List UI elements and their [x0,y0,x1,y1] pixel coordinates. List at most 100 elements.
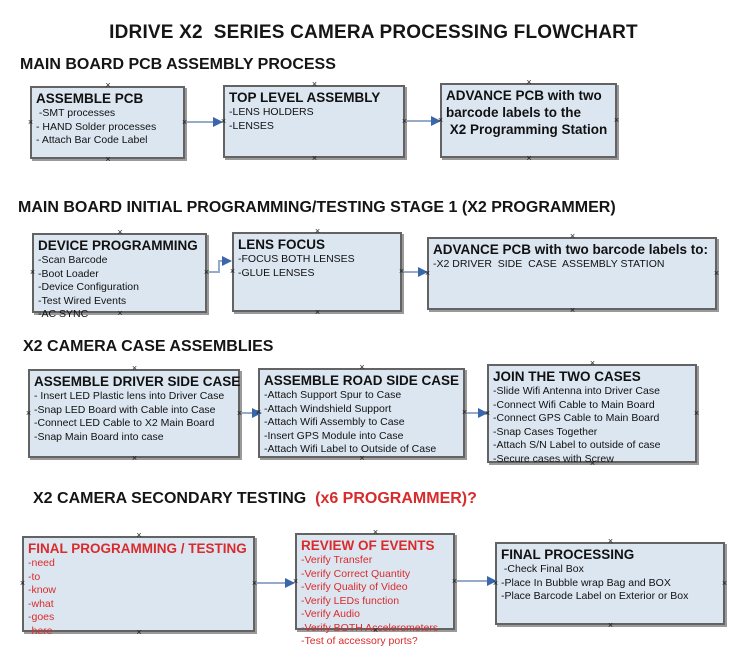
box-step: -Attach S/N Label to outside of case [493,439,661,451]
connection-handle-icon [313,308,322,317]
box-step: -Verify Quality of Video [301,581,408,593]
connection-handle-icon [606,621,615,630]
box-step: -Snap Main Board into case [34,430,164,443]
box-title: ASSEMBLE PCB [36,91,144,106]
box-title: ADVANCE PCB with two barcode labels to t… [446,88,608,137]
connection-handle-icon [291,577,300,586]
section-header-initial-programming: MAIN BOARD INITIAL PROGRAMMING/TESTING S… [18,199,616,216]
flow-box-join-the-two-cases: JOIN THE TWO CASES -Slide Wifi Antenna i… [487,364,697,465]
connection-handle-icon [130,454,139,463]
section-header-secondary-testing: X2 CAMERA SECONDARY TESTING (x6 PROGRAMM… [33,490,477,508]
connection-handle-icon [104,155,113,164]
box-step: -Attach Wifi Assembly to Case [264,416,405,428]
arrow-assemble-pcb-to-top-level [187,117,223,127]
connection-handle-icon [371,626,380,635]
connection-handle-icon [400,117,409,126]
connection-handle-icon [235,409,244,418]
box-title: FINAL PROGRAMMING / TESTING [28,541,247,556]
connection-handle-icon [116,228,125,237]
box-step: -Slide Wifi Antenna into Driver Case [493,385,660,397]
box-step: -GLUE LENSES [238,266,315,279]
connection-handle-icon [180,118,189,127]
connection-handle-icon [18,579,27,588]
flow-box-advance-pcb-programming-station: ADVANCE PCB with two barcode labels to t… [440,83,617,158]
box-step: -Verify BOTH Accelerometers [301,621,439,634]
box-step: -Secure cases with Screw [493,452,614,465]
connection-handle-icon [588,459,597,468]
connection-handle-icon [588,359,597,368]
box-title: REVIEW OF EVENTS [301,538,435,553]
connection-handle-icon [397,267,406,276]
flow-box-final-processing: FINAL PROCESSING -Check Final Box -Place… [495,542,725,625]
box-title: FINAL PROCESSING [501,547,635,562]
box-step: -here [28,624,53,637]
box-step: - Insert LED Plastic lens into Driver Ca… [34,390,225,402]
flow-box-review-of-events: REVIEW OF EVENTS -Verify Transfer -Verif… [295,533,455,647]
flow-box-assemble-driver-side-case: ASSEMBLE DRIVER SIDE CASE - Insert LED P… [28,369,240,458]
connection-handle-icon [28,268,37,277]
box-step: -Attach Windshield Support [264,402,392,415]
connection-handle-icon [202,268,211,277]
box-step: -to [28,570,41,583]
box-step: -Test of accessory ports? [301,635,418,647]
flow-box-top-level-assembly: TOP LEVEL ASSEMBLY -LENS HOLDERS -LENSES [223,85,405,158]
box-step: -Attach Wifi Label to Outside of Case [264,443,437,455]
box-title: LENS FOCUS [238,237,326,252]
flow-box-device-programming: DEVICE PROGRAMMING -Scan Barcode -Boot L… [32,233,207,320]
box-title: ADVANCE PCB with two barcode labels to: [433,242,709,257]
box-step: -Attach Support Spur to Case [264,389,402,401]
section-header-pcb-assembly: MAIN BOARD PCB ASSEMBLY PROCESS [20,56,336,73]
connection-handle-icon [228,267,237,276]
box-step: -LENSES [229,119,274,132]
connection-handle-icon [250,579,259,588]
connection-handle-icon [568,232,577,241]
box-step: -Verify LEDs function [301,594,400,607]
connection-handle-icon [104,81,113,90]
connection-handle-icon [310,154,319,163]
box-step: -Connect Wifi Cable to Main Board [493,398,655,411]
box-title: DEVICE PROGRAMMING [38,238,198,253]
box-step: -Connect LED Cable to X2 Main Board [34,417,215,429]
box-step: -Verify Correct Quantity [301,567,411,580]
box-step: -know [28,584,57,596]
box-step: -Snap Cases Together [493,425,598,438]
connection-handle-icon [720,579,729,588]
box-step: -SMT processes [36,107,116,119]
box-step: -AC SYNC [38,308,89,320]
connection-handle-icon [310,80,319,89]
connection-handle-icon [450,577,459,586]
box-title: ASSEMBLE DRIVER SIDE CASE [34,374,241,389]
section-header-x6-programmer-note: (x6 PROGRAMMER)? [306,490,477,507]
connection-handle-icon [606,537,615,546]
connection-handle-icon [313,227,322,236]
connection-handle-icon [371,528,380,537]
connection-handle-icon [692,409,701,418]
arrow-final-programming-to-review [257,578,295,588]
connection-handle-icon [525,78,534,87]
box-step: -Boot Loader [38,267,99,280]
flow-box-assemble-road-side-case: ASSEMBLE ROAD SIDE CASE -Attach Support … [258,368,465,458]
box-step: -Snap LED Board with Cable into Case [34,403,216,416]
connection-handle-icon [423,269,432,278]
section-header-secondary-testing-text: X2 CAMERA SECONDARY TESTING [33,490,307,507]
box-step: -Place In Bubble wrap Bag and BOX [501,576,671,589]
box-title: TOP LEVEL ASSEMBLY [229,90,381,105]
box-step: -Verify Audio [301,608,360,620]
connection-handle-icon [525,154,534,163]
flow-box-final-programming-testing: FINAL PROGRAMMING / TESTING -need -to -k… [22,536,255,637]
connection-handle-icon [712,269,721,278]
box-step: - Attach Bar Code Label [36,134,148,146]
connection-handle-icon [483,409,492,418]
connection-handle-icon [568,306,577,315]
connection-handle-icon [135,531,144,540]
flow-box-assemble-pcb: ASSEMBLE PCB -SMT processes - HAND Solde… [30,86,185,159]
box-step: -Scan Barcode [38,254,108,266]
connection-handle-icon [130,364,139,373]
connection-handle-icon [460,408,469,417]
box-step: -Device Configuration [38,281,139,293]
connection-handle-icon [254,408,263,417]
box-step: -Check Final Box [501,563,584,575]
connection-handle-icon [116,309,125,318]
box-step: -Verify Transfer [301,554,373,566]
